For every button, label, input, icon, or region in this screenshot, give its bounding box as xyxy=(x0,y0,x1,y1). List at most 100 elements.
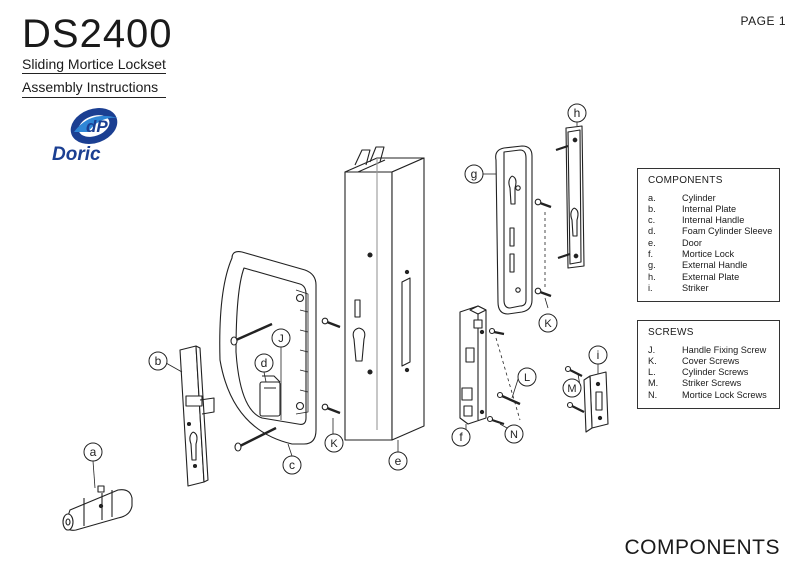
list-item: M.Striker Screws xyxy=(648,378,767,389)
item-label: Foam Cylinder Sleeve xyxy=(682,226,773,237)
item-label: Mortice Lock xyxy=(682,249,735,260)
list-item: J. Handle Fixing Screw xyxy=(648,344,767,355)
foam-sleeve-part xyxy=(259,381,281,417)
item-label: Handle Fixing Screw xyxy=(682,344,767,355)
page-number: PAGE 1 xyxy=(740,14,786,28)
doric-logo: dP Doric xyxy=(52,108,118,164)
item-label: Mortice Lock Screws xyxy=(682,389,767,400)
list-item: i. Striker xyxy=(648,282,772,293)
item-key: d. xyxy=(648,226,656,237)
item-key: g. xyxy=(648,260,656,271)
screws-legend: SCREWS J. Handle Fixing Screw K. Cover Scr… xyxy=(637,320,780,409)
list-item: d. Foam Cylinder Sleeve xyxy=(648,226,772,237)
screws-legend-title: SCREWS xyxy=(648,327,694,338)
callout-label-e: e xyxy=(395,454,402,468)
callout-label-j: J xyxy=(278,333,284,345)
logo-initials: dP xyxy=(86,117,108,136)
cover-screws-left xyxy=(321,317,341,415)
list-item: L. Cylinder Screws xyxy=(648,367,767,378)
item-label: Striker Screws xyxy=(682,378,742,389)
callout-markers xyxy=(83,103,608,475)
callout-e xyxy=(388,451,408,471)
callout-labels: a b c d e f g h i J K K L M N xyxy=(90,106,600,472)
callout-label-c: c xyxy=(289,458,295,472)
callout-a xyxy=(83,442,103,462)
external-plate-part xyxy=(555,125,585,269)
callout-label-h: h xyxy=(574,106,581,120)
callout-n xyxy=(504,424,524,444)
callout-label-b: b xyxy=(155,354,162,368)
callout-label-l: L xyxy=(524,372,530,384)
item-key: c. xyxy=(648,215,656,226)
callout-c xyxy=(282,455,302,475)
item-label: External Plate xyxy=(682,271,740,282)
list-item: h. External Plate xyxy=(648,271,772,282)
item-key: i. xyxy=(648,282,653,293)
list-item: e. Door xyxy=(648,237,772,248)
item-label: Striker xyxy=(682,282,709,293)
list-item: K. Cover Screws xyxy=(648,355,767,366)
item-key: K. xyxy=(648,355,657,366)
cover-screws-right xyxy=(534,198,552,298)
components-legend: COMPONENTS a.Cylinder b. Internal Plate c… xyxy=(637,168,780,302)
callout-j xyxy=(271,328,291,348)
logo-wordmark: Doric xyxy=(52,144,101,164)
callout-l xyxy=(517,367,537,387)
callout-label-i: i xyxy=(597,348,600,362)
item-key: e. xyxy=(648,237,656,248)
list-item: N. Mortice Lock Screws xyxy=(648,389,767,400)
item-label: Internal Plate xyxy=(682,203,737,214)
callout-label-k-right: K xyxy=(544,318,552,330)
door-part xyxy=(344,146,425,441)
callout-f xyxy=(451,427,471,447)
leader-lines xyxy=(92,122,599,489)
document-title: Assembly Instructions xyxy=(22,79,159,95)
striker-screws xyxy=(564,365,585,413)
components-list: a.Cylinder b.Internal Plate c.Internal H… xyxy=(648,192,772,294)
callout-label-k-left: K xyxy=(330,438,338,450)
components-legend-title: COMPONENTS xyxy=(648,175,723,186)
item-label: Cylinder Screws xyxy=(682,367,749,378)
callout-h xyxy=(567,103,587,123)
striker-part xyxy=(583,371,609,433)
cylinder-part xyxy=(62,485,133,531)
callout-m xyxy=(562,378,582,398)
callout-label-n: N xyxy=(510,429,518,441)
mortice-lock-screws xyxy=(486,415,505,426)
item-key: J. xyxy=(648,344,656,355)
title-rule xyxy=(22,97,166,98)
internal-plate-part xyxy=(179,345,215,487)
list-item: b. Internal Plate xyxy=(648,203,772,214)
cylinder-screws xyxy=(488,327,521,421)
callout-k-left xyxy=(324,433,344,453)
internal-handle-part xyxy=(219,251,317,445)
item-label: Door xyxy=(682,237,702,248)
callout-label-a: a xyxy=(90,445,97,459)
item-label: External Handle xyxy=(682,260,748,271)
external-handle-part xyxy=(495,145,533,315)
item-key: L. xyxy=(648,367,656,378)
callout-b xyxy=(148,351,168,371)
title-rule xyxy=(22,73,166,74)
item-key: h. xyxy=(648,271,656,282)
callout-label-f: f xyxy=(459,430,463,444)
callout-label-d: d xyxy=(261,356,268,370)
list-item: a.Cylinder xyxy=(648,192,772,203)
item-key: a. xyxy=(648,192,656,203)
screws-list: J. Handle Fixing Screw K. Cover Screws L. C… xyxy=(648,344,767,400)
callout-label-g: g xyxy=(471,167,478,181)
item-label: Cover Screws xyxy=(682,355,740,366)
handle-fixing-screws xyxy=(230,322,277,452)
item-key: N. xyxy=(648,389,658,400)
callout-d xyxy=(254,353,274,373)
item-key: f. xyxy=(648,249,654,260)
section-title: COMPONENTS xyxy=(624,536,780,559)
list-item: f. Mortice Lock xyxy=(648,248,772,259)
callout-label-m: M xyxy=(567,383,576,395)
callout-g xyxy=(464,164,484,184)
callout-i xyxy=(588,345,608,365)
model-number: DS2400 xyxy=(22,12,173,56)
item-key: b. xyxy=(648,203,656,214)
mortice-lock-part xyxy=(459,305,487,425)
